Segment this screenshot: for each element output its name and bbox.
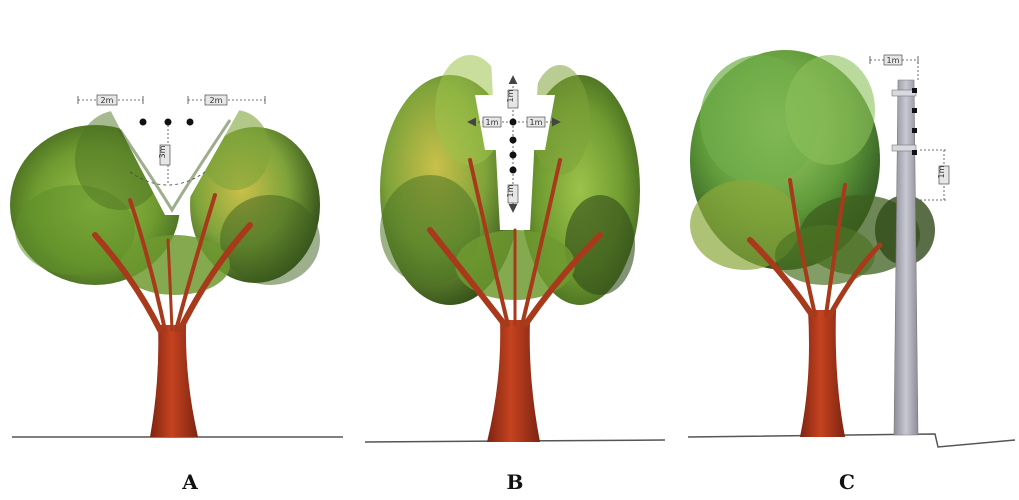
label-c-side: 1m [937,165,946,178]
label-a-depth: 3m [158,145,167,158]
label-b-down: 1m [506,184,515,197]
label-a-right-width: 2m [210,96,223,105]
label-b-up: 1m [506,89,515,102]
caption-b: B [507,470,524,494]
ground-line-c [688,434,1015,447]
panel-a: 2m 2m 3m [10,95,343,437]
caption-a: A [182,470,198,494]
caption-c: C [839,470,855,494]
dim-labels-c: 1m 1m [884,55,949,184]
panel-b: 1m 1m 1m 1m [365,40,665,442]
label-c-top-clearance: 1m [887,56,900,65]
label-b-left: 1m [486,118,499,127]
foliage-a [10,100,320,295]
foliage-b [380,40,640,305]
label-a-left-width: 2m [101,96,114,105]
label-b-right: 1m [530,118,543,127]
utility-pole [892,80,918,435]
panel-c: 1m 1m [688,50,1015,447]
